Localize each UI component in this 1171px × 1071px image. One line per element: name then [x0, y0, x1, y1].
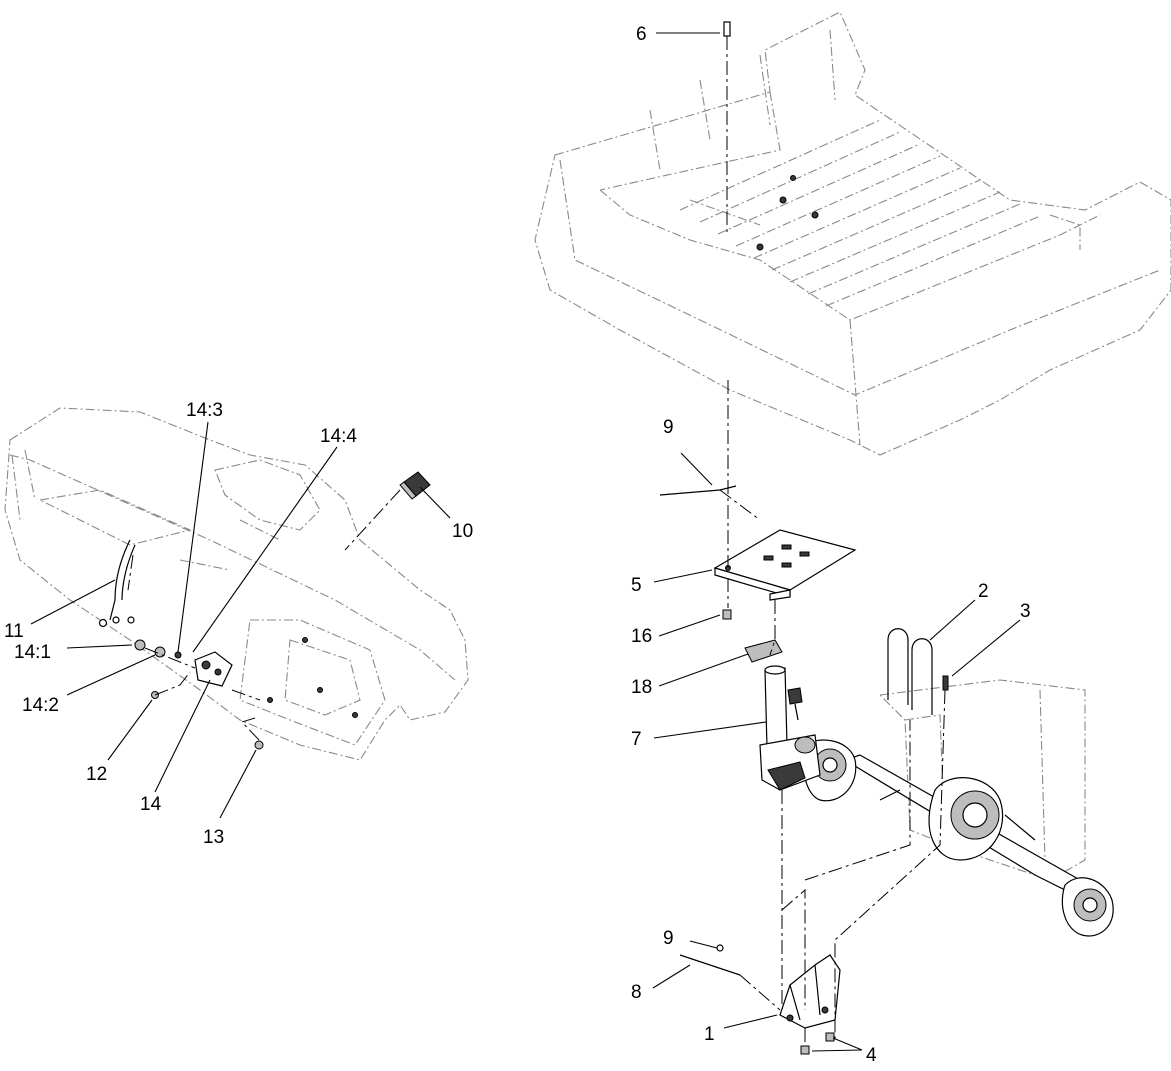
callout-2: 2: [978, 581, 989, 602]
nut-part-13: [254, 740, 264, 750]
callout-6: 6: [636, 24, 647, 45]
callout-4: 4: [866, 1045, 877, 1066]
callout-11: 11: [4, 621, 24, 642]
callout-3: 3: [1020, 601, 1031, 622]
callout-10: 10: [452, 521, 473, 542]
nuts-part-4: [800, 1032, 835, 1055]
u-bolts: [887, 628, 933, 715]
callout-14-3: 14:3: [186, 400, 223, 421]
axle-frame-outline: [802, 679, 1114, 937]
callout-18: 18: [631, 677, 652, 698]
clevis-pin-bottom: [679, 944, 741, 976]
callout-labels: 6 9 5 16 18 7 2 3 9 8 1 4 10 11 14:1 14:…: [4, 24, 1031, 1066]
washer-part-14-1: [134, 639, 146, 651]
callout-14-4: 14:4: [320, 426, 357, 447]
assembly-lines: [127, 36, 946, 1045]
switch-part-10: [399, 471, 431, 500]
callout-14-2: 14:2: [22, 695, 59, 716]
bolt-part-3: [942, 675, 949, 691]
callout-14-1: 14:1: [14, 642, 51, 663]
shim-part-18: [744, 639, 783, 663]
mount-plate: [713, 529, 857, 601]
callout-12: 12: [86, 764, 107, 785]
callout-1: 1: [704, 1024, 715, 1045]
dashboard-outline: [4, 407, 469, 761]
actuator-bracket: [779, 954, 841, 1029]
leader-lines: [30, 32, 1021, 1052]
linear-actuator: [759, 665, 821, 791]
harness-part-11: [98, 539, 136, 628]
cargo-bed-outline: [534, 11, 1171, 456]
callout-5: 5: [631, 575, 642, 596]
callout-9-bottom: 9: [663, 928, 674, 949]
callout-8: 8: [631, 982, 642, 1003]
bolt-part-6: [723, 21, 731, 37]
callout-13: 13: [203, 827, 224, 848]
callout-16: 16: [631, 626, 652, 647]
nut-part-16: [722, 609, 732, 620]
switch-assembly-part-14: [194, 651, 233, 687]
callout-7: 7: [631, 729, 642, 750]
callout-14: 14: [140, 794, 162, 815]
callout-9-top: 9: [663, 417, 674, 438]
screw-part-14-3: [174, 651, 182, 659]
